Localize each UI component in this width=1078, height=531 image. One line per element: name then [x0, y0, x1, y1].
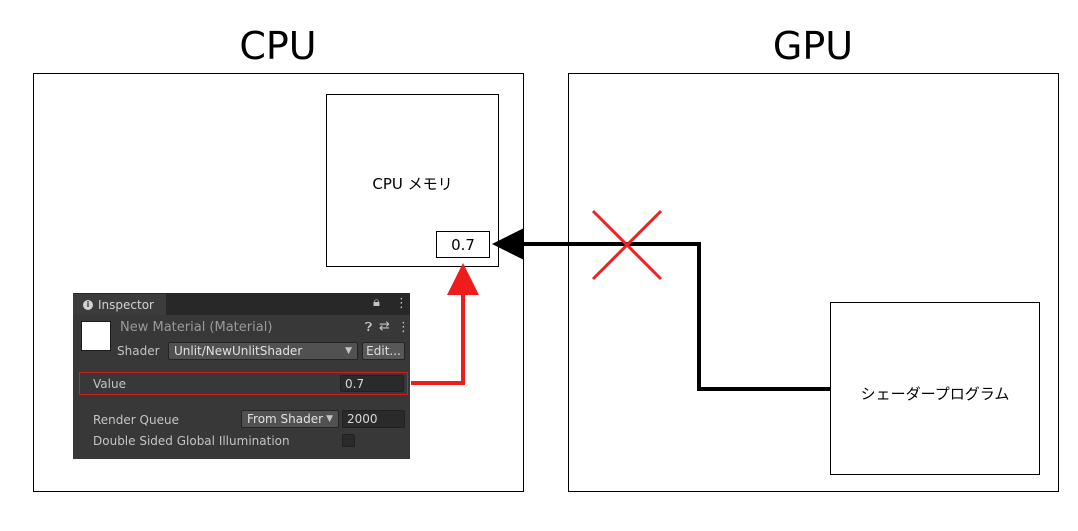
- cpu-title: CPU: [239, 24, 317, 68]
- tab-inspector-label: Inspector: [98, 297, 154, 312]
- render-queue-mode: From Shader: [247, 412, 324, 426]
- material-menu-icon[interactable]: ⋮: [397, 320, 410, 335]
- shader-label: Shader: [117, 344, 160, 358]
- material-thumbnail: [81, 321, 111, 351]
- chevron-down-icon: ▼: [345, 346, 352, 356]
- blocked-cross: [591, 209, 663, 281]
- edit-button[interactable]: Edit...: [362, 342, 405, 360]
- render-queue-label: Render Queue: [93, 413, 179, 427]
- tab-menu-icon[interactable]: ⋮: [395, 296, 408, 311]
- chevron-down-icon: ▼: [326, 414, 333, 424]
- shader-dropdown[interactable]: Unlit/NewUnlitShader ▼: [168, 342, 358, 360]
- lock-icon[interactable]: 🔒︎: [373, 295, 380, 310]
- value-label: Value: [93, 377, 126, 391]
- cpu-memory-value: 0.7: [436, 231, 490, 258]
- double-sided-gi-checkbox[interactable]: [342, 434, 355, 447]
- inspector-panel: i Inspector 🔒︎ ⋮ New Material (Material)…: [73, 293, 410, 459]
- gpu-title: GPU: [772, 24, 854, 68]
- value-field[interactable]: 0.7: [340, 375, 404, 392]
- shader-dropdown-value: Unlit/NewUnlitShader: [174, 344, 303, 358]
- help-icon[interactable]: ❓︎: [365, 320, 373, 334]
- double-sided-gi-label: Double Sided Global Illumination: [93, 434, 290, 448]
- tab-inspector[interactable]: i Inspector: [73, 294, 166, 315]
- value-row-highlight: [79, 372, 408, 395]
- render-queue-field[interactable]: 2000: [342, 410, 405, 428]
- red-arrow: [411, 263, 479, 385]
- material-name: New Material (Material): [120, 320, 273, 335]
- black-arrow: [492, 228, 830, 391]
- settings-icon[interactable]: ⇄: [379, 319, 390, 334]
- render-queue-dropdown[interactable]: From Shader ▼: [241, 410, 339, 428]
- shader-program-box: [830, 302, 1040, 475]
- info-icon: i: [83, 299, 93, 310]
- shader-program-label: シェーダープログラム: [860, 384, 1010, 403]
- cpu-memory-label: CPU メモリ: [372, 174, 453, 193]
